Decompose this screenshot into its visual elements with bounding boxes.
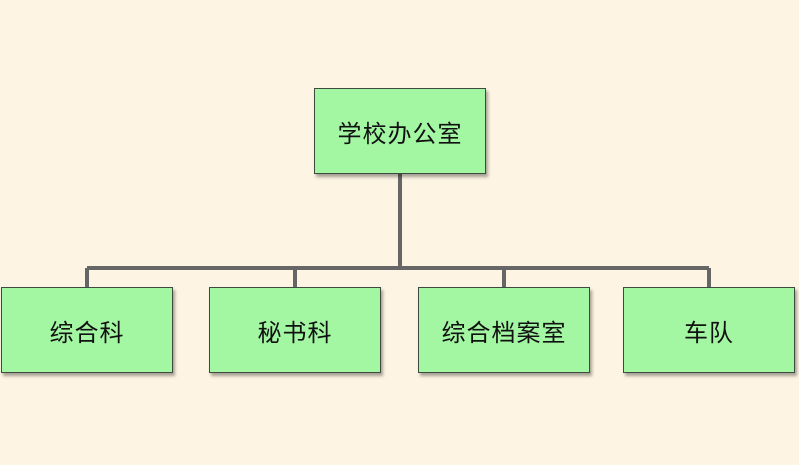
node-secretary-section: 秘书科 bbox=[209, 287, 381, 373]
node-label: 综合档案室 bbox=[441, 318, 567, 347]
node-label: 车队 bbox=[684, 318, 734, 347]
node-school-office: 学校办公室 bbox=[314, 88, 486, 174]
node-label: 学校办公室 bbox=[337, 119, 463, 148]
node-archives-room: 综合档案室 bbox=[418, 287, 590, 373]
node-general-section: 综合科 bbox=[1, 287, 173, 373]
node-label: 综合科 bbox=[49, 318, 125, 347]
node-motor-pool: 车队 bbox=[623, 287, 795, 373]
node-label: 秘书科 bbox=[257, 318, 333, 347]
